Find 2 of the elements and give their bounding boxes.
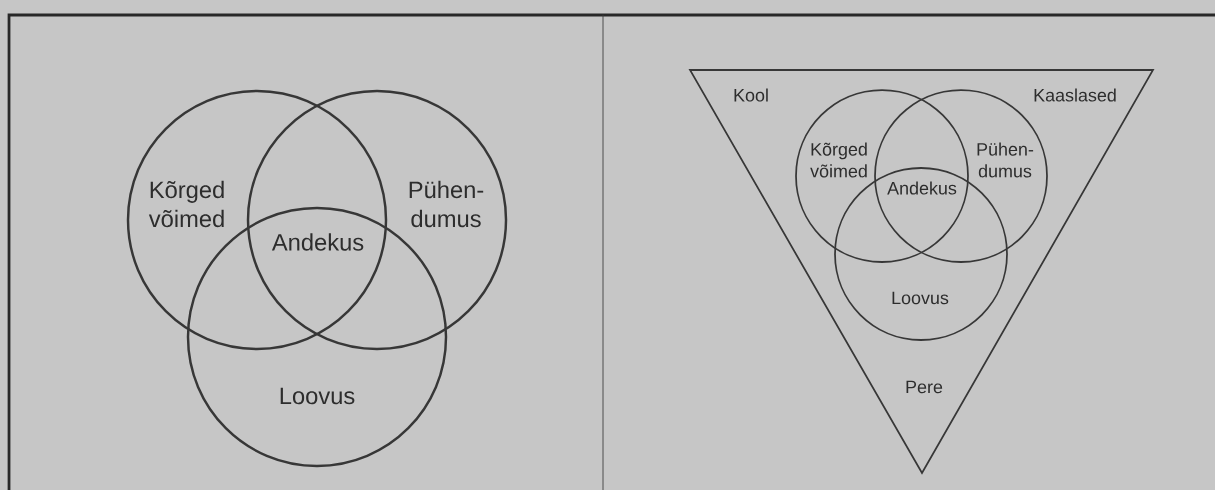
overlap-label: Andekus [887,181,957,195]
overlap-label: Andekus [271,233,364,251]
